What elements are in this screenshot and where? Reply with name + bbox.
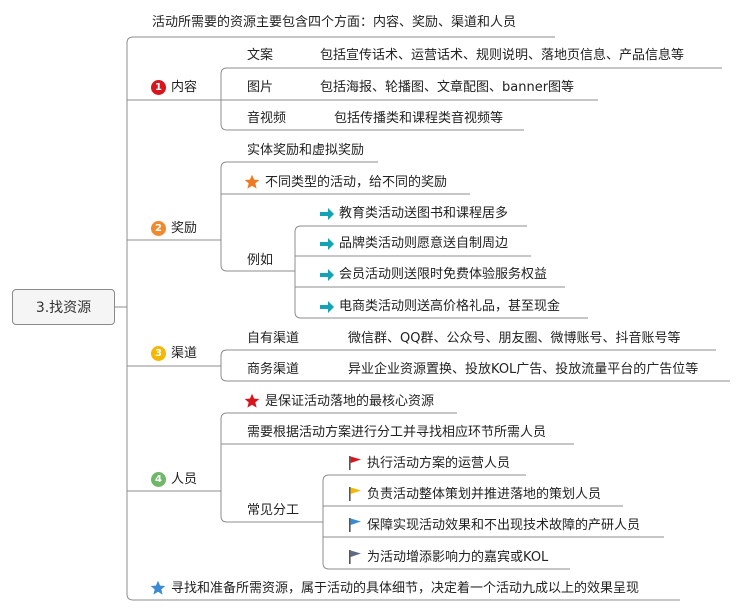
content-value-1: 包括海报、轮播图、文章配图、banner图等 [320, 80, 575, 95]
flag-blue-icon [349, 518, 361, 532]
flag-gray-icon [349, 550, 361, 564]
reward-item-1: 实体奖励和虚拟奖励 [247, 143, 365, 158]
reward-example-bracket [294, 225, 302, 319]
staff-item-2: 需要根据活动方案进行分工并寻找相应环节所需人员 [247, 425, 547, 440]
channel-number-badge: 3 [151, 346, 166, 361]
reward-example-0: 教育类活动送图书和课程居多 [339, 206, 509, 221]
staff-role-2: 保障实现活动效果和不出现技术故障的产研人员 [367, 518, 641, 533]
main-bracket [126, 36, 134, 601]
content-label: 内容 [171, 80, 198, 95]
arrow-right-icon [320, 208, 334, 220]
reward-example-3: 电商类活动则送高价格礼品，甚至现金 [339, 299, 561, 314]
staff-role-0: 执行活动方案的运营人员 [367, 456, 511, 471]
star-red-icon [244, 393, 260, 408]
flag-yellow-icon [349, 487, 361, 501]
channel-key-1: 商务渠道 [247, 362, 300, 377]
staff-item-1: 是保证活动落地的最核心资源 [265, 394, 435, 409]
reward-item-2: 不同类型的活动，给不同的奖励 [265, 175, 448, 190]
staff-number-badge: 4 [151, 472, 166, 487]
content-key-2: 音视频 [247, 111, 287, 126]
content-key-1: 图片 [247, 80, 274, 95]
content-key-0: 文案 [247, 48, 274, 63]
arrow-right-icon [320, 269, 334, 281]
root-label: 3.找资源 [35, 300, 92, 316]
arrow-right-icon [320, 301, 334, 313]
content-value-0: 包括宣传话术、运营话术、规则说明、落地页信息、产品信息等 [320, 48, 685, 63]
content-value-2: 包括传播类和课程类音视频等 [334, 111, 504, 126]
staff-roles-label: 常见分工 [247, 503, 300, 518]
channel-label: 渠道 [171, 346, 198, 361]
footer-text: 寻找和准备所需资源，属于活动的具体细节，决定着一个活动九成以上的效果呈现 [171, 581, 640, 596]
reward-example-1: 品牌类活动则愿意送自制周边 [339, 236, 509, 251]
staff-label: 人员 [171, 472, 198, 487]
intro-text: 活动所需要的资源主要包含四个方面：内容、奖励、渠道和人员 [152, 15, 517, 30]
channel-value-0: 微信群、QQ群、公众号、朋友圈、微博账号、抖音账号等 [348, 331, 681, 346]
channel-value-1: 异业企业资源置换、投放KOL广告、投放流量平台的广告位等 [348, 362, 699, 377]
arrow-right-icon [320, 238, 334, 250]
channel-bracket [220, 349, 228, 382]
channel-key-0: 自有渠道 [247, 331, 300, 346]
staff-roles-bracket [322, 474, 330, 570]
staff-role-3: 为活动增添影响力的嘉宾或KOL [367, 550, 549, 565]
star-orange-icon [244, 174, 260, 189]
reward-bracket [220, 161, 228, 272]
star-blue-icon [150, 580, 166, 595]
reward-example-label: 例如 [247, 253, 274, 268]
flag-red-icon [349, 456, 361, 470]
reward-example-2: 会员活动则送限时免费体验服务权益 [339, 267, 548, 282]
content-bracket [220, 67, 228, 131]
staff-role-1: 负责活动整体策划并推进落地的策划人员 [367, 487, 602, 502]
reward-label: 奖励 [171, 221, 198, 236]
staff-bracket [220, 412, 228, 523]
content-number-badge: 1 [151, 80, 166, 95]
root-node[interactable]: 3.找资源 [12, 289, 115, 325]
reward-number-badge: 2 [151, 221, 166, 236]
